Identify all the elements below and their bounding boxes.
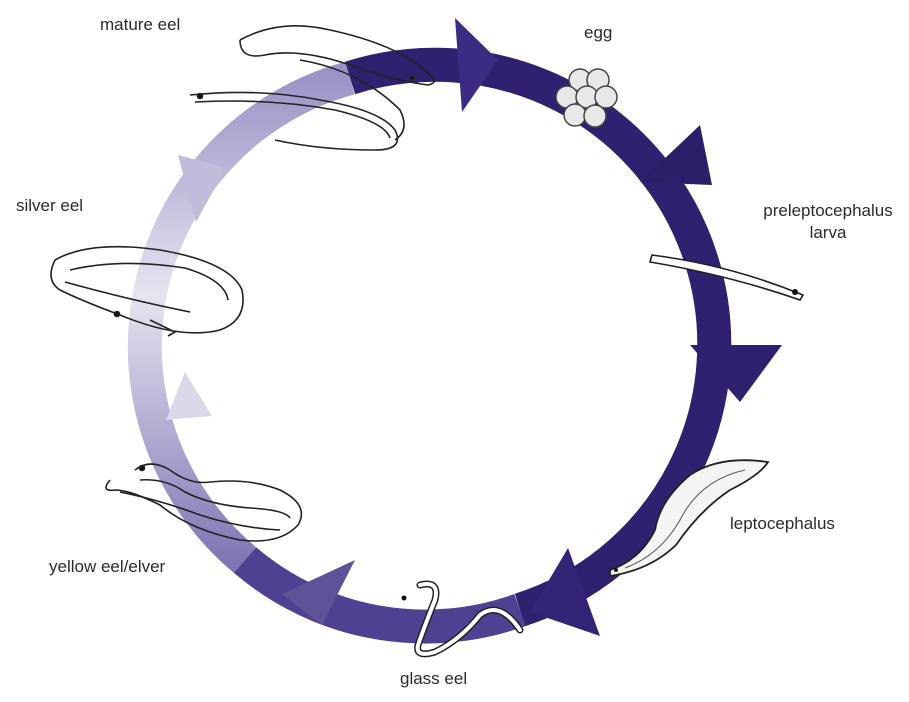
label-preleptocephalus-line1: preleptocephalus — [748, 200, 908, 222]
label-preleptocephalus: preleptocephalus larva — [748, 200, 908, 244]
label-yellow-eel: yellow eel/elver — [49, 556, 165, 578]
label-glass-eel: glass eel — [400, 668, 467, 690]
label-silver-eel: silver eel — [16, 195, 83, 217]
cycle-ring-left — [145, 78, 350, 560]
label-preleptocephalus-line2: larva — [748, 222, 908, 244]
arrowhead-left-lower — [166, 372, 212, 420]
arrowhead-top — [455, 18, 498, 112]
label-leptocephalus: leptocephalus — [730, 513, 835, 535]
label-egg: egg — [584, 22, 612, 44]
label-mature-eel: mature eel — [100, 14, 180, 36]
